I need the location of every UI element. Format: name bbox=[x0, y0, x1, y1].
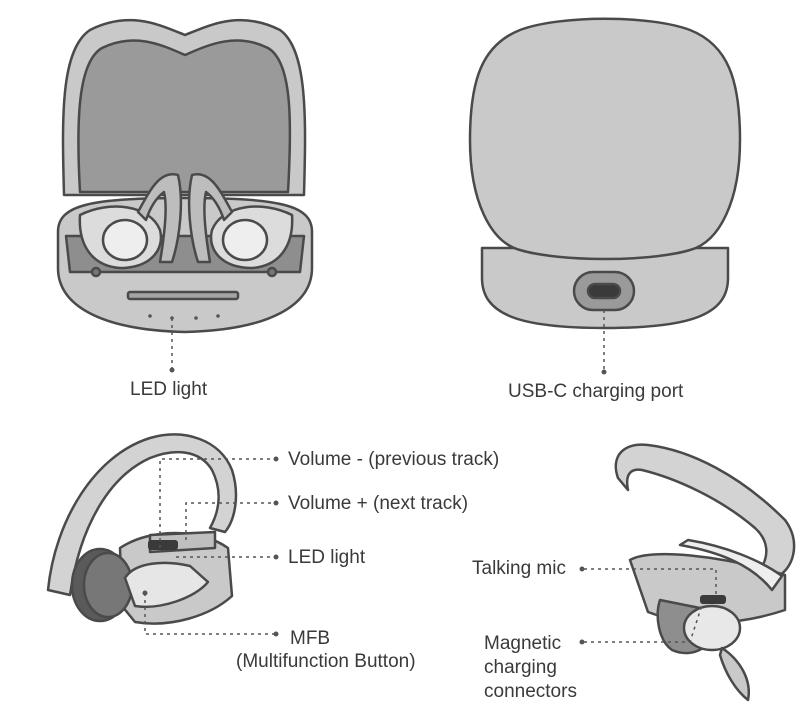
closed-charging-case bbox=[468, 17, 742, 330]
volume-down-leader bbox=[159, 458, 274, 548]
usb-c-port-label: USB-C charging port bbox=[508, 381, 684, 402]
earbud-back-view bbox=[614, 443, 796, 702]
earbud-side-view bbox=[46, 433, 238, 625]
magnetic-label-line3: connectors bbox=[484, 681, 577, 702]
callout-lines bbox=[144, 310, 717, 643]
mfb-label: MFB bbox=[290, 628, 331, 649]
callout-dots bbox=[169, 367, 607, 645]
magnetic-label-line1: Magnetic bbox=[484, 633, 562, 654]
volume-down-label: Volume - (previous track) bbox=[288, 449, 500, 470]
mic-leader bbox=[584, 568, 717, 598]
open-charging-case bbox=[56, 18, 314, 334]
volume-up-label: Volume + (next track) bbox=[288, 493, 469, 514]
case-led-light-label: LED light bbox=[130, 379, 208, 400]
volume-up-leader bbox=[185, 502, 274, 540]
talking-mic-label: Talking mic bbox=[472, 558, 566, 579]
mfb-description-label: (Multifunction Button) bbox=[236, 651, 416, 672]
magnetic-leader bbox=[584, 604, 703, 643]
mfb-leader bbox=[144, 593, 274, 635]
magnetic-label-line2: charging bbox=[484, 657, 557, 678]
earbud-led-light-label: LED light bbox=[288, 547, 366, 568]
